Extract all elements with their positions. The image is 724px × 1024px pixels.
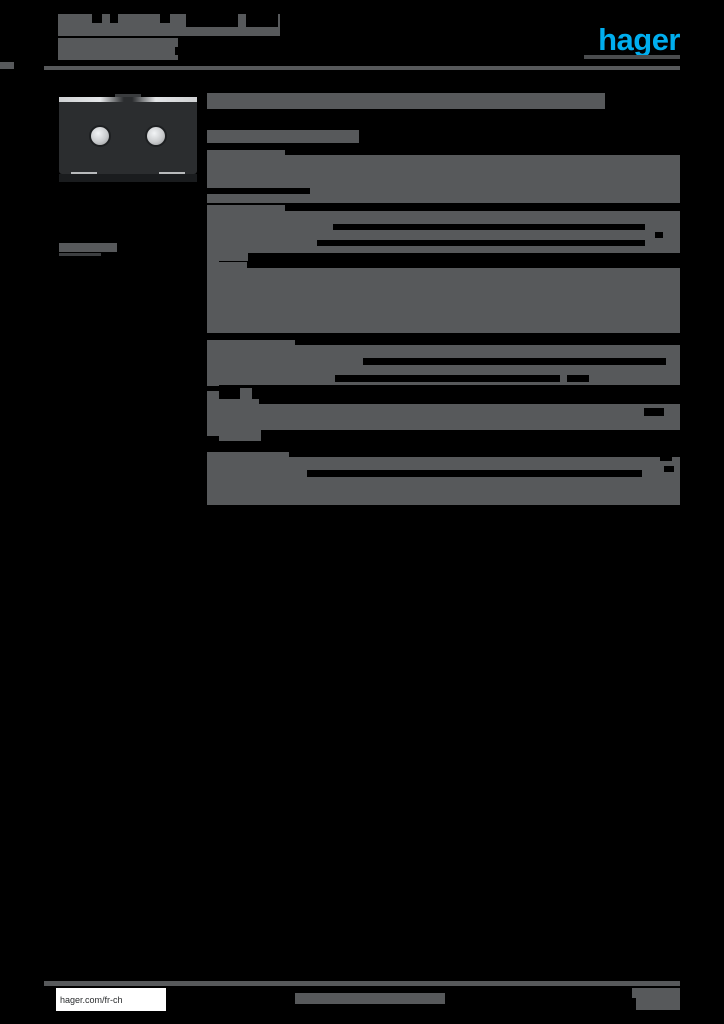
spec-group-3-row-2-bullet (207, 366, 219, 372)
product-photo (59, 94, 197, 181)
spec-group-2-row-3-bullet (207, 245, 219, 251)
spec-group-3-row-2-leader (335, 375, 560, 382)
spec-group-4-heading (207, 452, 289, 458)
spec-group-4-unit-gap-1 (660, 455, 672, 461)
spec-group-1-row-3-value (310, 188, 655, 194)
footer-center-gap-1 (0, 42, 6, 47)
logo-underbar (584, 55, 680, 59)
title-notch-4 (175, 47, 182, 55)
product-terminal-right (145, 125, 167, 147)
spec-group-3-row-4-mark (240, 388, 252, 400)
spec-group-4-row-1-bullet (207, 464, 219, 470)
header-divider (44, 66, 680, 70)
spec-group-3-row-5-bullet (207, 429, 219, 436)
spec-group-3-row-unit-gap (644, 408, 664, 416)
section-heading-gap-7 (0, 36, 10, 42)
spec-group-3-row-1-leader (363, 358, 666, 365)
spec-group-4 (207, 457, 680, 505)
footer-center-tail (0, 62, 14, 69)
title-notch-1 (92, 14, 102, 23)
spec-group-3-bottom (207, 404, 680, 430)
spec-group-3-row-5-label (219, 429, 261, 441)
spec-group-4-unit-gap-2 (664, 466, 674, 472)
section-heading-gap-6 (0, 30, 12, 36)
spec-group-1-row-3-label-gap (207, 188, 312, 194)
title-gap-b (246, 14, 278, 27)
spec-group-1 (207, 155, 680, 203)
spec-group-2-row-7-bullet (207, 320, 219, 327)
footer-center-gap-2 (0, 47, 7, 52)
spec-group-3-heading (207, 340, 295, 346)
spec-group-4-row-2-bullet (207, 478, 219, 484)
spec-group-2-row-2-bullet (207, 231, 219, 237)
page-header: hager (0, 0, 724, 80)
spec-group-2-separator (248, 253, 680, 261)
footer-center-gap-3 (0, 52, 6, 57)
product-photo-shadow (59, 174, 197, 182)
product-terminal-left (89, 125, 111, 147)
footer-page-number-block (636, 998, 680, 1010)
page-title-line-2 (58, 38, 178, 60)
footer-url-text[interactable]: hager.com/fr-ch (60, 994, 123, 1005)
spec-group-3-row-4-gap (231, 392, 239, 399)
spec-group-2-bottom-stub (207, 262, 247, 270)
spec-group-2-top (207, 211, 680, 261)
spec-group-2-row-1-leader (333, 224, 645, 230)
product-photo-tab (115, 94, 141, 99)
section-heading-gap-2 (0, 6, 10, 12)
spec-group-1-heading (207, 150, 285, 156)
spec-group-3-row-4-bullet (207, 391, 219, 399)
spec-group-2-bottom (207, 268, 680, 333)
spec-group-2-row-2-leader (317, 240, 645, 246)
spec-group-3-row-2-leader-2 (567, 375, 589, 382)
title-notch-2 (110, 14, 118, 23)
product-photo-toprail (59, 97, 197, 102)
sidebar-caption (59, 243, 117, 252)
spec-group-2-heading (207, 205, 285, 212)
sidebar-caption-underline (59, 253, 101, 256)
spec-group-4-row-1-leader (307, 470, 642, 477)
footer-url-box[interactable]: hager.com/fr-ch (56, 988, 166, 1011)
spec-group-3-bottom-stub (207, 399, 259, 405)
section-subheading (207, 130, 359, 143)
section-heading (207, 93, 605, 109)
spec-group-2-row-1-bullet (207, 217, 219, 223)
title-gap-a (186, 14, 238, 27)
section-heading-gap-5 (0, 24, 20, 30)
title-notch-3 (160, 14, 170, 23)
hager-logo: hager (598, 22, 680, 57)
footer-page-number (632, 988, 680, 998)
footer-center-gap-4 (0, 57, 6, 62)
footer-center-text (295, 993, 445, 1004)
section-heading-gap-3 (0, 12, 18, 18)
footer-divider (44, 981, 680, 986)
section-heading-gap-1 (0, 0, 14, 6)
spec-group-3-row-1-bullet (207, 352, 219, 358)
spec-group-3-row-3-bullet (207, 380, 219, 386)
section-heading-gap-4 (0, 18, 12, 24)
spec-group-2-row-unit-gap (655, 232, 663, 238)
